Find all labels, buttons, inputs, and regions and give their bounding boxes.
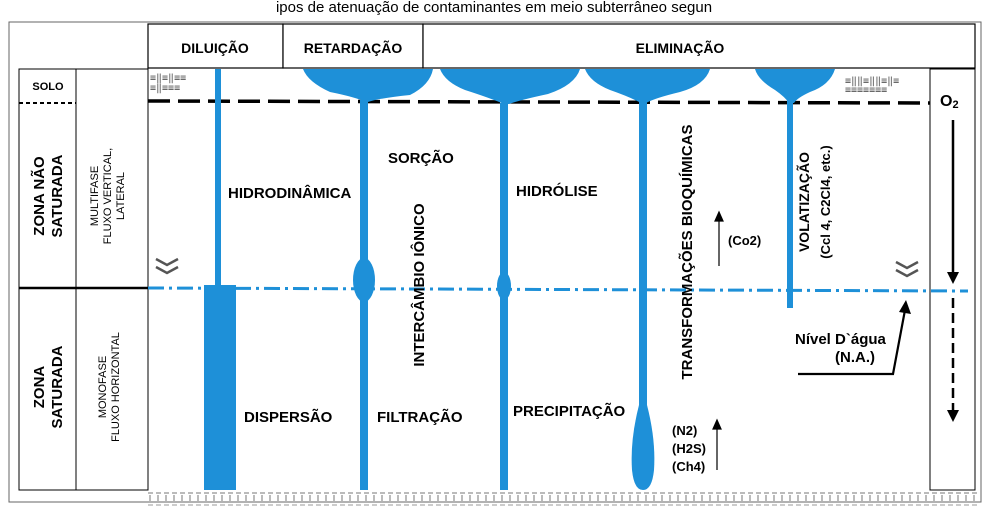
svg-text:SATURADA: SATURADA	[49, 154, 66, 237]
label-nivel-agua: Nível D`água	[795, 331, 887, 348]
label-h2s: (H2S)	[672, 441, 706, 456]
plume-diluicao	[204, 69, 236, 490]
plume-transformacoes	[585, 69, 710, 490]
label-n2: (N2)	[672, 423, 697, 438]
chevron-right-icon	[895, 260, 919, 278]
svg-text:≡‖‖≡‖‖≡‖≡: ≡‖‖≡‖‖≡‖≡	[845, 76, 899, 87]
zone-saturada-label: ZONA SATURADA	[31, 345, 66, 428]
label-o2: O2	[940, 93, 959, 111]
zone-nao-saturada-label: ZONA NÃO SATURADA	[30, 154, 66, 237]
label-volatizacao: VOLATIZAÇÃO	[795, 152, 812, 252]
svg-text:FLUXO VERTICAL,: FLUXO VERTICAL,	[102, 148, 114, 244]
ground-surface-line	[147, 99, 931, 105]
surface-hatch-left: ≡‖≡‖≡≡ ≡‖≡≡≡	[150, 73, 186, 94]
label-co2: (Co2)	[728, 233, 761, 248]
label-hidrolise: HIDRÓLISE	[516, 182, 598, 200]
outer-frame	[8, 21, 982, 503]
arrow-up-co2-icon	[714, 210, 724, 266]
bottom-hatch	[148, 492, 977, 506]
label-sorcao: SORÇÃO	[388, 149, 454, 167]
flow-monofase-label: MONOFASE FLUXO HORIZONTAL	[97, 332, 122, 442]
label-precipitacao: PRECIPITAÇÃO	[513, 402, 626, 420]
svg-text:≡≡≡≡≡≡≡: ≡≡≡≡≡≡≡	[845, 85, 887, 96]
zone-solo-label: SOLO	[32, 81, 64, 93]
chevron-left-icon	[155, 257, 179, 275]
plume-hidrolise	[440, 69, 580, 490]
label-na: (N.A.)	[835, 349, 875, 366]
plume-volatizacao	[755, 69, 835, 308]
header-eliminacao: ELIMINAÇÃO	[636, 39, 725, 56]
arrow-up-gases-icon	[712, 418, 722, 470]
header-retardacao: RETARDAÇÃO	[304, 39, 403, 56]
label-filtracao: FILTRAÇÃO	[377, 408, 463, 426]
header-row: DILUIÇÃO RETARDAÇÃO ELIMINAÇÃO	[147, 23, 976, 69]
header-diluicao: DILUIÇÃO	[181, 39, 249, 56]
svg-text:LATERAL: LATERAL	[115, 172, 127, 220]
label-intercambio: INTERCÂMBIO IÔNICO	[410, 203, 428, 367]
zone-column	[18, 68, 149, 491]
flow-multifase-label: MULTIFASE FLUXO VERTICAL, LATERAL	[89, 148, 127, 244]
label-dispersao: DISPERSÃO	[244, 408, 333, 426]
nivel-agua-arrow-icon	[798, 300, 911, 376]
svg-text:MONOFASE: MONOFASE	[97, 356, 109, 418]
plume-retardacao	[303, 69, 433, 490]
water-table-line	[147, 286, 969, 293]
label-hidrodinamica: HIDRODINÂMICA	[228, 184, 351, 202]
svg-text:MULTIFASE: MULTIFASE	[89, 166, 101, 226]
arrow-down-o2-icon	[947, 120, 959, 422]
surface-hatch-right: ≡‖‖≡‖‖≡‖≡ ≡≡≡≡≡≡≡	[845, 76, 899, 96]
svg-text:≡‖≡≡≡: ≡‖≡≡≡	[150, 83, 180, 94]
svg-text:SATURADA: SATURADA	[49, 345, 66, 428]
svg-text:FLUXO HORIZONTAL: FLUXO HORIZONTAL	[110, 332, 122, 442]
svg-text:ZONA: ZONA	[31, 366, 48, 409]
figure-caption: ipos de atenuação de contaminantes em me…	[276, 0, 712, 16]
svg-text:≡‖≡‖≡≡: ≡‖≡‖≡≡	[150, 73, 186, 84]
svg-text:ZONA NÃO: ZONA NÃO	[30, 156, 48, 236]
label-ch4: (Ch4)	[672, 459, 705, 474]
label-volatizacao-compounds: (Ccl 4, C2Cl4, etc.)	[818, 145, 833, 258]
label-transformacoes: TRANSFORMAÇÕES BIOQUÍMICAS	[678, 125, 696, 380]
